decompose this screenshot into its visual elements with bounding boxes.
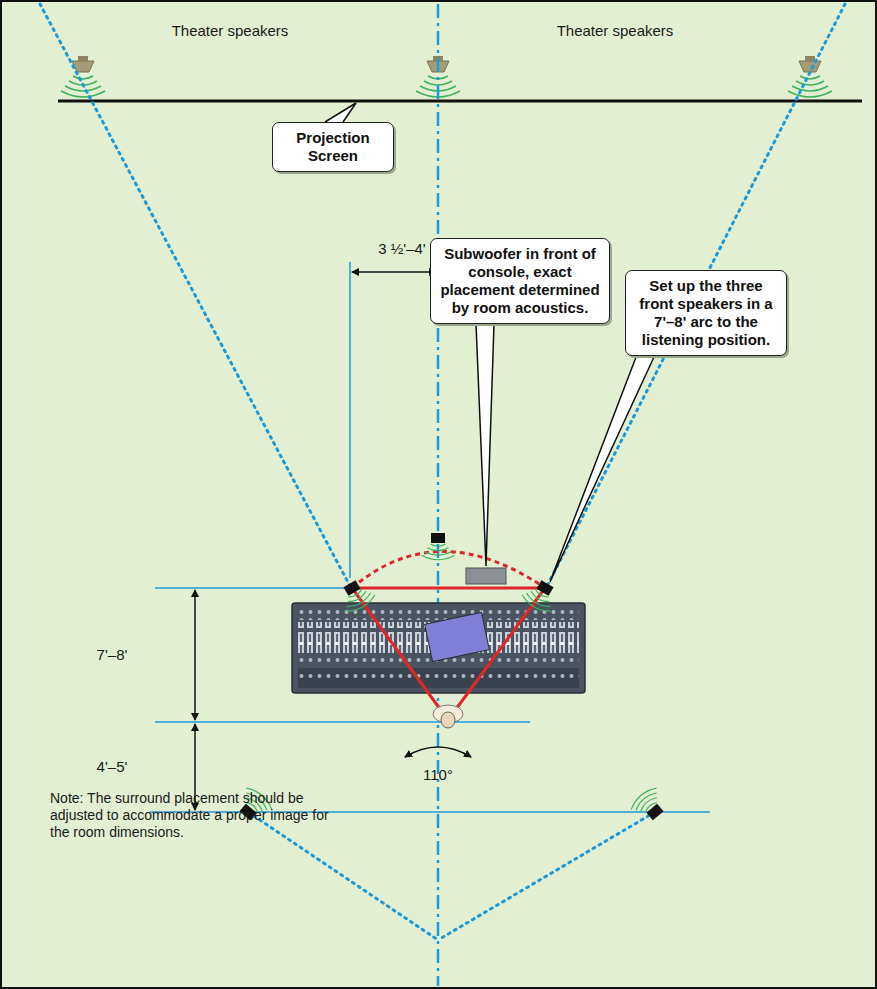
speaker-label: Theater speakers (172, 22, 289, 40)
speaker-label: Theater speakers (557, 22, 674, 40)
leader-line (325, 103, 356, 122)
callout-text: Set up the three front speakers in a 7'–… (634, 277, 778, 349)
dimension-label: 4'–5' (97, 758, 128, 776)
callout-box: Subwoofer in front of console, exact pla… (430, 238, 610, 324)
callout-box: Projection Screen (272, 122, 394, 172)
angle-label: 110° (423, 766, 453, 784)
dimension-label: 7'–8' (97, 646, 128, 664)
dimension-label: 3 ½'–4' (378, 240, 425, 258)
note-text: Note: The surround placement should be a… (50, 790, 350, 841)
callout-text: Subwoofer in front of console, exact pla… (439, 245, 601, 317)
leader-line (476, 324, 494, 566)
callout-text: Projection Screen (281, 129, 385, 165)
callout-box: Set up the three front speakers in a 7'–… (625, 270, 787, 356)
leader-line (550, 356, 654, 582)
